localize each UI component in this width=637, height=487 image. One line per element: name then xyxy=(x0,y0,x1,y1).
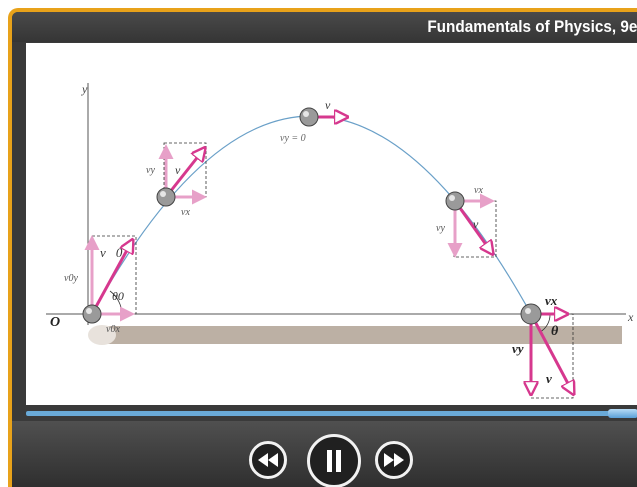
label-vy-top: vy = 0 xyxy=(280,133,306,144)
progress-fill xyxy=(26,411,623,416)
label-theta-impact: θ xyxy=(551,324,559,339)
label-v-fall: v⃗ xyxy=(473,217,488,231)
ball-launch xyxy=(82,304,102,324)
ball-impact xyxy=(520,303,542,325)
label-vy-rise: vy xyxy=(146,165,155,176)
fast-forward-icon xyxy=(384,453,404,467)
label-vy-impact: vy xyxy=(512,341,524,356)
ball-rise xyxy=(156,187,176,207)
progress-handle[interactable] xyxy=(607,409,637,418)
ground xyxy=(96,326,622,344)
player-header: Fundamentals of Physics, 9e xyxy=(12,12,637,42)
animation-canvas: y x O xyxy=(26,43,637,405)
label-v0x: v0x xyxy=(106,324,120,335)
fast-forward-button[interactable] xyxy=(375,441,413,479)
projectile-diagram: y x O xyxy=(46,82,634,399)
x-axis-label: x xyxy=(627,310,634,324)
book-title: Fundamentals of Physics, 9e xyxy=(426,17,637,36)
label-vy-fall: vy xyxy=(436,223,445,234)
video-player-frame: Fundamentals of Physics, 9e y x xyxy=(8,8,637,487)
label-theta0: θ0 xyxy=(112,289,124,303)
pause-button[interactable] xyxy=(307,434,361,487)
ball-fall xyxy=(445,191,465,211)
label-vx-rise: vx xyxy=(181,207,190,218)
ground-shadow xyxy=(88,325,116,345)
playback-controls xyxy=(12,421,637,487)
label-vx-fall: vx xyxy=(474,185,483,196)
label-v-top: v⃗ xyxy=(325,98,340,112)
progress-scrubber[interactable] xyxy=(26,409,637,418)
rewind-button[interactable] xyxy=(249,441,287,479)
label-v-impact: v⃗ xyxy=(546,371,562,386)
label-v-rise: v⃗ xyxy=(175,163,190,177)
vector-v-rise xyxy=(164,149,204,198)
vector-v-impact xyxy=(529,313,573,393)
label-v0: v⃗0 xyxy=(100,245,123,260)
vector-v0 xyxy=(90,241,132,315)
pause-icon xyxy=(327,450,341,472)
label-vx-impact: vx xyxy=(545,293,558,308)
ball-top xyxy=(299,107,319,127)
y-axis-label: y xyxy=(81,82,88,96)
vector-v-fall xyxy=(453,200,492,253)
rewind-icon xyxy=(258,453,278,467)
origin-label: O xyxy=(50,315,60,330)
label-v0y: v0y xyxy=(64,273,78,284)
